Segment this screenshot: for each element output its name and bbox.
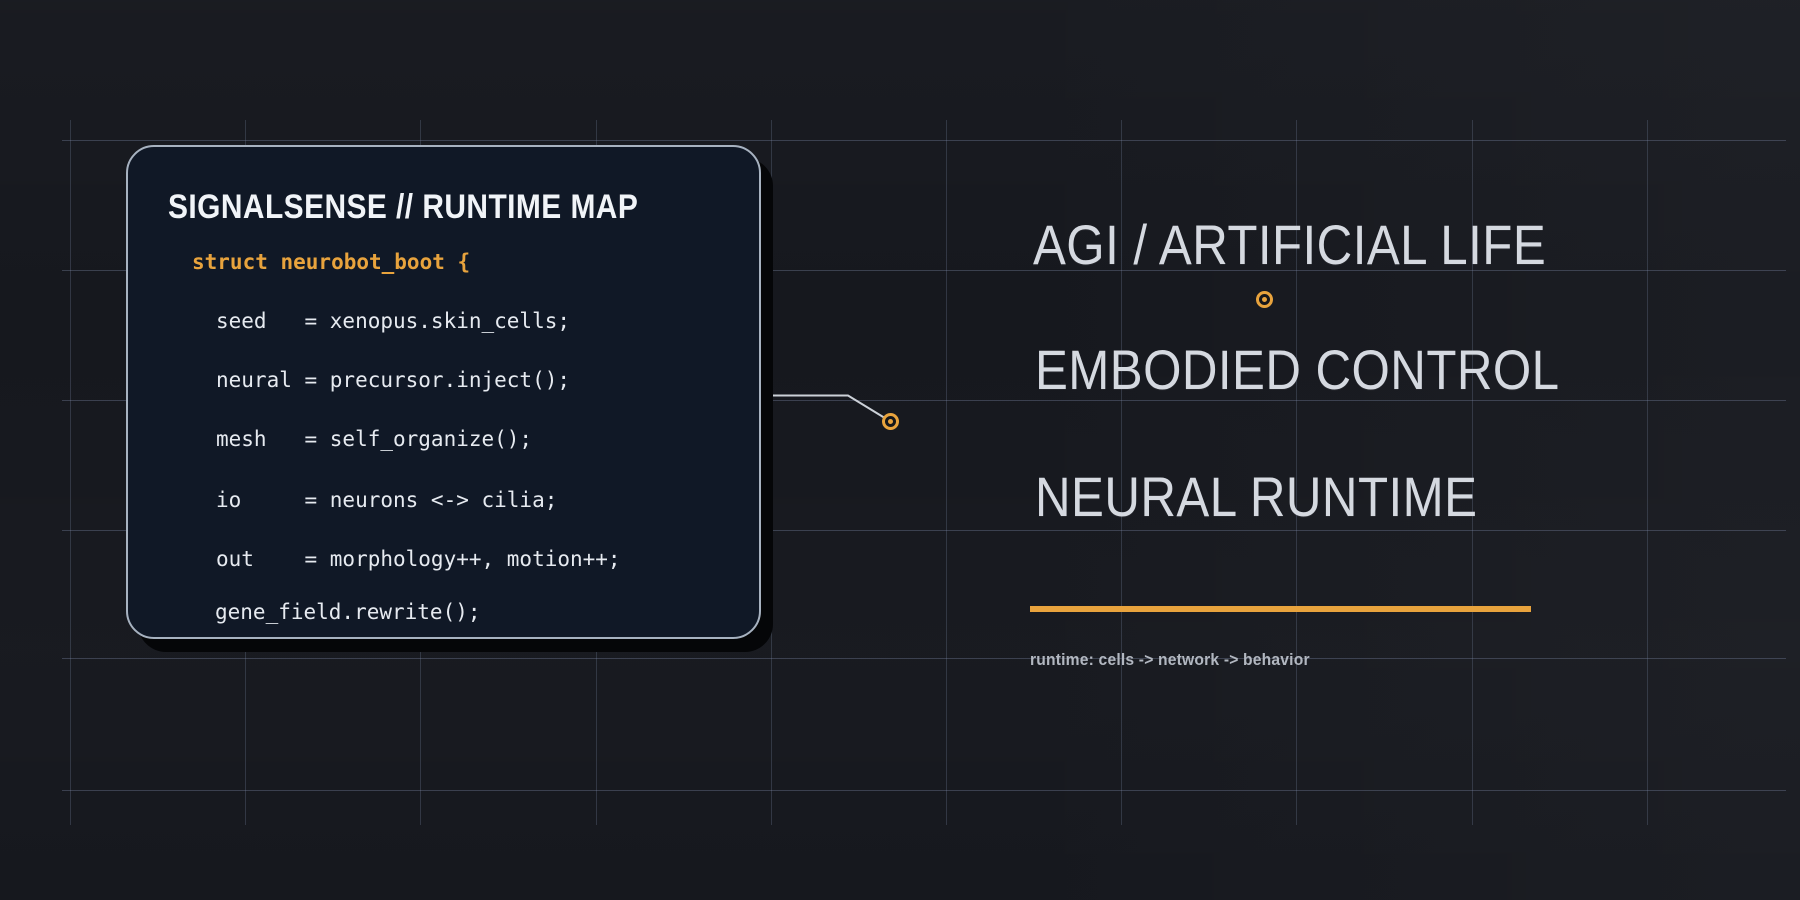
grid-line-horizontal <box>62 140 1786 141</box>
grid-line-horizontal <box>62 790 1786 791</box>
code-panel-card[interactable]: SIGNALSENSE // RUNTIME MAP struct neurob… <box>126 145 761 639</box>
grid-line-horizontal <box>62 658 1786 659</box>
code-line-struct: struct neurobot_boot { <box>192 250 471 274</box>
grid-line-vertical <box>946 120 947 825</box>
target-ring-icon[interactable] <box>882 413 899 430</box>
target-ring-icon[interactable] <box>1256 291 1273 308</box>
panel-title: SIGNALSENSE // RUNTIME MAP <box>168 188 639 226</box>
accent-underline <box>1030 606 1531 612</box>
code-line-io: io = neurons <-> cilia; <box>216 488 558 512</box>
code-line-seed: seed = xenopus.skin_cells; <box>216 309 571 333</box>
headline-agi-artificial-life: AGI / ARTIFICIAL LIFE <box>1033 213 1547 276</box>
grid-line-vertical <box>70 120 71 825</box>
headline-neural-runtime: NEURAL RUNTIME <box>1035 465 1478 528</box>
code-line-neural: neural = precursor.inject(); <box>216 368 571 392</box>
grid-line-vertical <box>771 120 772 825</box>
code-line-gene-field: gene_field.rewrite(); <box>215 600 481 624</box>
runtime-caption: runtime: cells -> network -> behavior <box>1030 650 1310 669</box>
grid-line-vertical <box>1647 120 1648 825</box>
headline-embodied-control: EMBODIED CONTROL <box>1035 338 1560 401</box>
code-line-mesh: mesh = self_organize(); <box>216 427 533 451</box>
code-line-out: out = morphology++, motion++; <box>216 547 621 571</box>
